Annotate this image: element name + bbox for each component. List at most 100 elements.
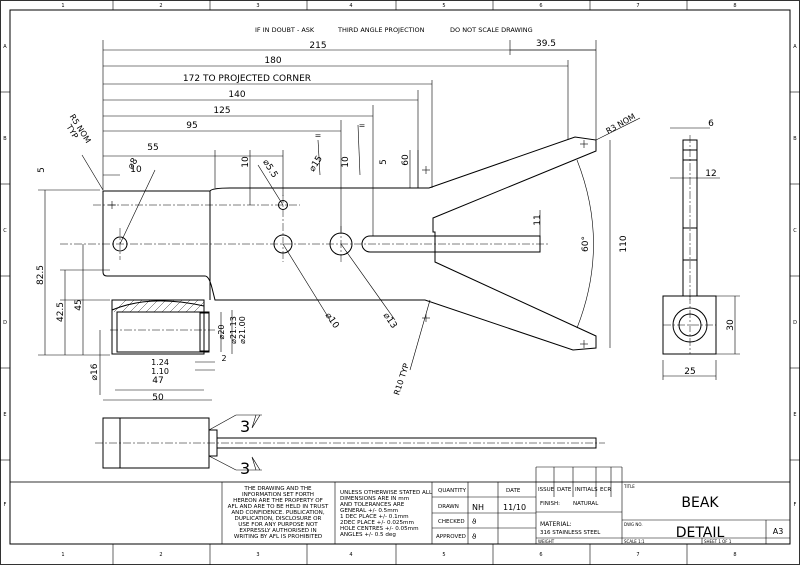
dim-dia-20: ⌀20 (217, 325, 226, 340)
zone-row-d: D (3, 320, 7, 326)
approved-label: APPROVED (436, 534, 466, 540)
svg-text:EXPRESSLY AUTHORISED IN: EXPRESSLY AUTHORISED IN (239, 528, 316, 534)
zone-row-c: C (3, 228, 7, 234)
dim-11: 11 (533, 214, 543, 225)
side-dim-25: 25 (684, 367, 695, 377)
dim-dia-21-00: ⌀21.00 (238, 316, 247, 344)
note-r3-nom: R3 NOM (604, 112, 637, 136)
dim-60-deg: 60° (581, 236, 591, 252)
bottom-view: 3 3 (95, 414, 605, 478)
title-block (9, 466, 791, 545)
tol-line-1: UNLESS OTHERWISE STATED ALL (340, 490, 433, 496)
dim-82-5: 82.5 (36, 265, 46, 285)
zone-col-4: 4 (349, 3, 352, 9)
zone-col-3: 3 (256, 3, 259, 9)
slot (361, 235, 541, 253)
tol-line-2: DIMENSIONS ARE IN mm (340, 496, 409, 502)
zone-col-1-bottom: 1 (61, 552, 64, 558)
dim-10-upper: 10 (241, 156, 251, 168)
tol-line-8: ANGLES +/- 0.5 deg (340, 532, 396, 538)
title-label: TITLE (623, 484, 635, 489)
side-dim-6: 6 (708, 119, 714, 129)
title-line-2: DETAIL (676, 525, 725, 541)
dim-10-hole: 10 (130, 165, 142, 175)
svg-text:AFL AND ARE TO BE HELD IN TRUS: AFL AND ARE TO BE HELD IN TRUST (228, 504, 329, 510)
weld-symbol-bottom: 3 (240, 459, 250, 478)
dim-dia-21-13: ⌀21.13 (229, 316, 238, 344)
zone-col-4-bottom: 4 (349, 552, 352, 558)
zone-row-a: A (3, 44, 7, 50)
initials-label: INITIALS (575, 487, 598, 493)
dim-10-right: 10 (341, 156, 351, 168)
dim-110: 110 (619, 235, 629, 252)
dim-125: 125 (213, 106, 230, 116)
dim-2: 2 (221, 354, 226, 363)
tol-line-7: HOLE CENTRES +/- 0.05mm (340, 526, 419, 532)
note-if-in-doubt: IF IN DOUBT - ASK (255, 26, 315, 34)
zone-col-8-bottom: 8 (733, 552, 736, 558)
dim-1-10: 1.10 (151, 367, 169, 376)
eq-mark-2: = (359, 121, 366, 130)
centre-marks (108, 140, 588, 348)
zone-col-8: 8 (733, 3, 736, 9)
dim-180: 180 (264, 56, 281, 66)
approved-signature: ϑ (472, 533, 476, 541)
sheet-size: A3 (773, 527, 784, 536)
note-projection: THIRD ANGLE PROJECTION (337, 26, 425, 34)
dim-215: 215 (309, 41, 326, 51)
zone-col-5: 5 (442, 3, 445, 9)
svg-text:THE DRAWING AND THE: THE DRAWING AND THE (243, 486, 312, 492)
finish-label: FINISH: (540, 501, 560, 507)
zone-col-7: 7 (636, 3, 639, 9)
svg-text:HEREON ARE THE PROPERTY OF: HEREON ARE THE PROPERTY OF (233, 498, 323, 504)
drawn-label: DRAWN (438, 504, 459, 510)
side-view: 6 12 25 30 (662, 119, 740, 380)
dim-dia-16: ⌀16 (90, 363, 100, 380)
dim-95: 95 (186, 121, 197, 131)
zone-row-f: F (4, 502, 7, 508)
dim-5-right: 5 (379, 159, 389, 165)
sheet-label: SHEET 1 OF 1 (704, 539, 732, 544)
zone-row-a-right: A (793, 44, 797, 50)
zone-col-1: 1 (61, 3, 64, 9)
dwg-no-label: DWG NO. (624, 522, 643, 527)
dim-dia-15: ⌀15 (308, 154, 325, 174)
zone-row-f-right: F (794, 502, 797, 508)
dim-55: 55 (147, 143, 158, 153)
dim-5-left: 5 (37, 167, 47, 173)
arc-60-deg (576, 159, 594, 329)
tol-line-5: 1 DEC PLACE +/- 0.1mm (340, 514, 409, 520)
zone-row-e: E (3, 412, 6, 418)
zone-row-e-right: E (793, 412, 796, 418)
eq-mark-1: = (315, 131, 322, 140)
zone-col-6-bottom: 6 (539, 552, 542, 558)
zone-col-6: 6 (539, 3, 542, 9)
svg-text:INFORMATION SET FORTH: INFORMATION SET FORTH (242, 492, 314, 498)
svg-text:DUPLICATION, DISCLOSURE OR: DUPLICATION, DISCLOSURE OR (235, 516, 322, 522)
zone-col-3-bottom: 3 (256, 552, 259, 558)
main-view (38, 40, 641, 401)
zone-row-b: B (3, 136, 7, 142)
dim-dia-13: ⌀13 (381, 311, 399, 331)
dim-42-5: 42.5 (56, 302, 66, 322)
ecr-label: ECR (600, 487, 611, 493)
issue-label: ISSUE (538, 487, 555, 493)
svg-text:USE FOR ANY PURPOSE NOT: USE FOR ANY PURPOSE NOT (238, 522, 318, 528)
side-dim-30: 30 (726, 319, 736, 331)
property-notice: THE DRAWING AND THE INFORMATION SET FORT… (228, 486, 329, 540)
quantity-label: QUANTITY (438, 488, 467, 494)
dim-47: 47 (152, 376, 163, 386)
dim-60: 60 (401, 154, 411, 166)
bush-section (111, 299, 210, 355)
zone-col-2-bottom: 2 (159, 552, 162, 558)
dim-dia-5-5: ⌀5.5 (260, 158, 279, 180)
note-do-not-scale: DO NOT SCALE DRAWING (450, 26, 533, 34)
zone-row-b-right: B (793, 136, 797, 142)
weld-symbol-top: 3 (240, 417, 250, 436)
drawn-date: 11/10 (503, 503, 526, 512)
beak-outline (102, 136, 597, 351)
date-label: DATE (506, 488, 521, 494)
zone-row-c-right: C (793, 228, 797, 234)
